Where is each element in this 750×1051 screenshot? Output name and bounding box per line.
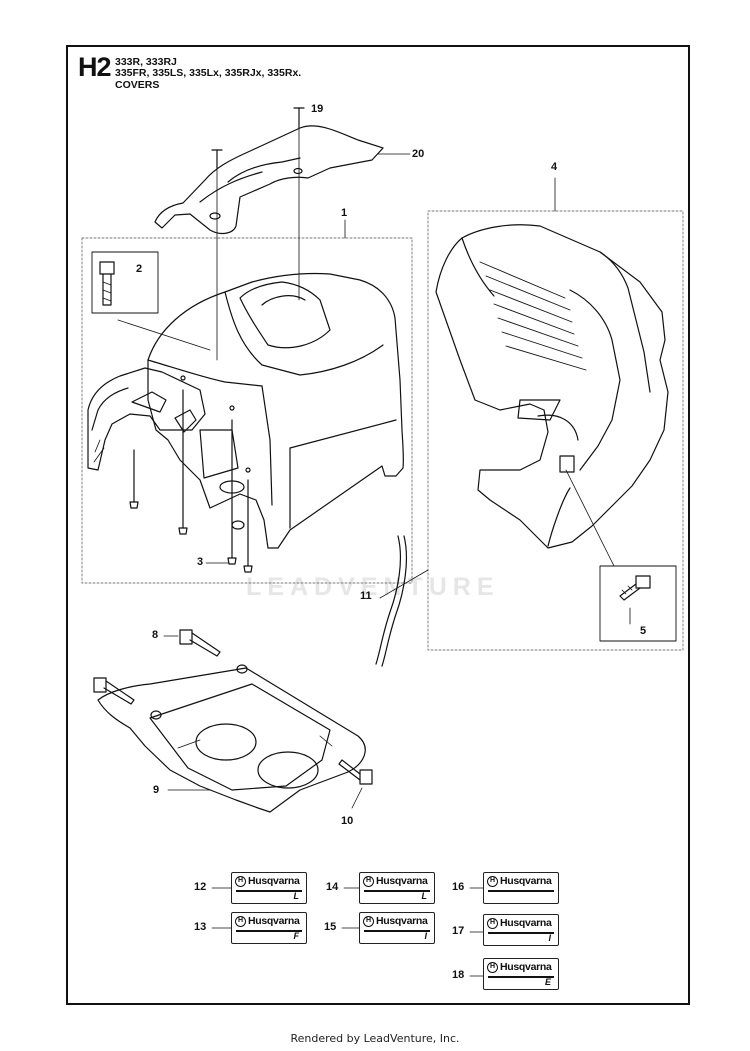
husqvarna-crown-icon: H bbox=[487, 918, 498, 929]
leader-lines bbox=[117, 119, 631, 977]
callout-11: 11 bbox=[360, 590, 372, 602]
part-9-bottom-plate bbox=[97, 664, 366, 813]
part-2-detail bbox=[91, 251, 159, 314]
callout-1: 1 bbox=[341, 207, 348, 219]
callout-8: 8 bbox=[152, 629, 159, 641]
decal-model-mark: I bbox=[424, 931, 428, 941]
model-list-1: 333R, 333RJ bbox=[115, 56, 177, 68]
decal-16: H Husqvarna bbox=[483, 872, 559, 904]
page-code: H2 bbox=[78, 52, 112, 82]
group-box-cover bbox=[81, 237, 413, 584]
decal-14: H Husqvarna L bbox=[359, 872, 435, 904]
decal-stripe bbox=[488, 932, 554, 934]
callout-3: 3 bbox=[197, 556, 204, 568]
callout-9: 9 bbox=[153, 784, 160, 796]
decal-stripe bbox=[236, 890, 302, 892]
callout-18: 18 bbox=[452, 969, 465, 981]
diagram-frame bbox=[66, 45, 690, 1005]
decal-stripe bbox=[364, 890, 430, 892]
decal-17: H Husqvarna I bbox=[483, 914, 559, 946]
husqvarna-crown-icon: H bbox=[363, 916, 374, 927]
callout-4: 4 bbox=[551, 161, 558, 173]
decal-15: H Husqvarna I bbox=[359, 912, 435, 944]
husqvarna-crown-icon: H bbox=[487, 962, 498, 973]
decal-stripe bbox=[236, 930, 302, 932]
decal-stripe bbox=[488, 890, 554, 892]
section-title: COVERS bbox=[115, 79, 160, 91]
decal-model-mark: L bbox=[293, 891, 300, 901]
part-10-screw bbox=[338, 759, 373, 785]
footer-credit: Rendered by LeadVenture, Inc. bbox=[290, 1032, 460, 1045]
husqvarna-crown-icon: H bbox=[487, 876, 498, 887]
watermark-logo: LEADVENTURE bbox=[246, 573, 500, 601]
callout-13: 13 bbox=[194, 921, 207, 933]
husqvarna-crown-icon: H bbox=[235, 916, 246, 927]
part-20-top-shield bbox=[154, 125, 384, 235]
decal-stripe bbox=[364, 930, 430, 932]
decal-brand-text: Husqvarna bbox=[376, 915, 428, 927]
callout-17: 17 bbox=[452, 925, 465, 937]
callout-10: 10 bbox=[341, 815, 354, 827]
husqvarna-crown-icon: H bbox=[235, 876, 246, 887]
callout-20: 20 bbox=[412, 148, 425, 160]
callout-19: 19 bbox=[311, 103, 324, 115]
part-19-screw bbox=[211, 107, 305, 169]
callout-16: 16 bbox=[452, 881, 465, 893]
decal-model-mark: F bbox=[293, 931, 300, 941]
decal-stripe bbox=[488, 976, 554, 978]
decal-model-mark: L bbox=[421, 891, 428, 901]
part-3-screws bbox=[129, 375, 253, 573]
part-5-detail bbox=[599, 565, 677, 642]
part-8-screws bbox=[93, 629, 221, 705]
decal-brand-text: Husqvarna bbox=[500, 961, 552, 973]
decal-brand-text: Husqvarna bbox=[376, 875, 428, 887]
decal-brand-text: Husqvarna bbox=[500, 875, 552, 887]
decal-13: H Husqvarna F bbox=[231, 912, 307, 944]
group-box-fan-housing bbox=[427, 210, 684, 651]
callout-2: 2 bbox=[136, 263, 143, 275]
decal-model-mark: E bbox=[544, 977, 552, 987]
decal-18: H Husqvarna E bbox=[483, 958, 559, 990]
decal-brand-text: Husqvarna bbox=[500, 917, 552, 929]
part-1-front-flap bbox=[87, 367, 206, 471]
decal-brand-text: Husqvarna bbox=[248, 875, 300, 887]
callout-15: 15 bbox=[324, 921, 337, 933]
callout-5: 5 bbox=[640, 625, 647, 637]
part-1-engine-cover bbox=[147, 272, 405, 549]
decal-brand-text: Husqvarna bbox=[248, 915, 300, 927]
callout-12: 12 bbox=[194, 881, 207, 893]
model-list-2: 335FR, 335LS, 335Lx, 335RJx, 335Rx. bbox=[115, 67, 302, 79]
part-4-fan-housing bbox=[435, 224, 669, 549]
part-11-hose bbox=[375, 535, 407, 667]
decal-model-mark: I bbox=[548, 933, 552, 943]
callout-14: 14 bbox=[326, 881, 339, 893]
husqvarna-crown-icon: H bbox=[363, 876, 374, 887]
decal-12: H Husqvarna L bbox=[231, 872, 307, 904]
